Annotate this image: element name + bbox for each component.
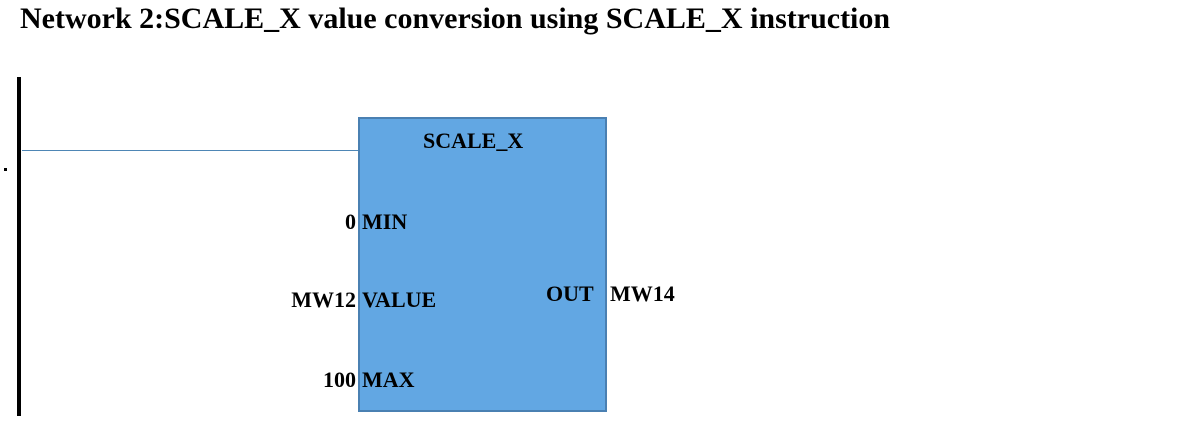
value-pin-label: VALUE <box>362 287 437 312</box>
rung-wire <box>22 150 359 151</box>
scale-x-function-block[interactable] <box>358 117 607 412</box>
max-operand[interactable]: 100 <box>323 367 356 392</box>
network-title: Network 2:SCALE_X value conversion using… <box>20 2 891 35</box>
min-pin-label: MIN <box>362 209 408 234</box>
rail-marker-dot <box>4 168 7 171</box>
min-operand[interactable]: 0 <box>345 209 356 234</box>
out-pin-label: OUT <box>546 281 594 306</box>
max-pin-label: MAX <box>362 367 415 392</box>
value-operand[interactable]: MW12 <box>291 287 356 312</box>
power-rail <box>17 77 21 416</box>
block-name: SCALE_X <box>423 128 524 153</box>
out-operand[interactable]: MW14 <box>610 281 675 306</box>
